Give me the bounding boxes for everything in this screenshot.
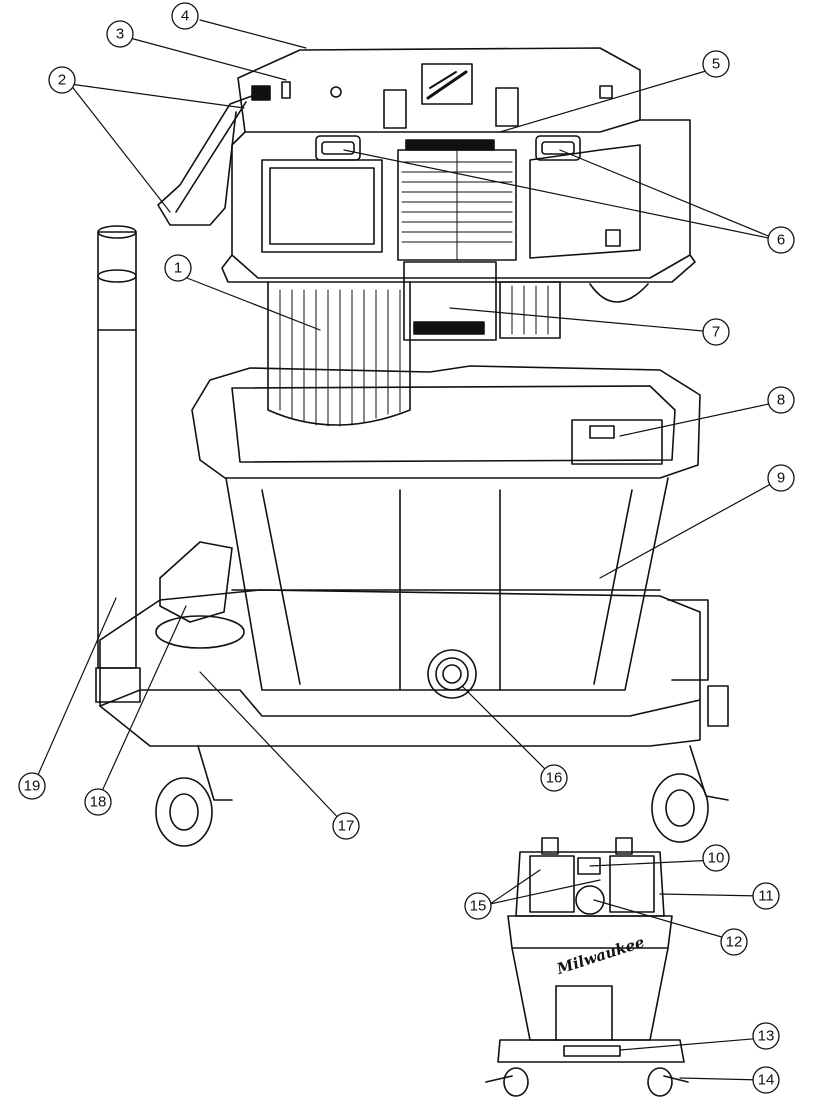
carry-handle (157, 95, 253, 226)
svg-text:17: 17 (338, 818, 355, 835)
front-view (485, 837, 689, 1097)
svg-text:15: 15 (470, 898, 487, 915)
callout-3: 3 (106, 20, 134, 48)
callout-12: 12 (720, 928, 748, 956)
callout-18: 18 (84, 788, 112, 816)
svg-text:16: 16 (546, 770, 563, 787)
tank-latch (571, 419, 663, 465)
tank (95, 225, 729, 847)
svg-text:10: 10 (708, 850, 725, 867)
cartridge-filter (267, 281, 411, 426)
brand-logo: Milwaukee (554, 933, 647, 979)
hose-inlet (427, 649, 477, 699)
callout-2: 2 (48, 66, 76, 94)
callout-19: 19 (18, 772, 46, 800)
extension-wand (97, 231, 137, 669)
callout-14: 14 (752, 1066, 780, 1094)
callout-13: 13 (752, 1022, 780, 1050)
callout-15: 15 (464, 892, 492, 920)
svg-text:2: 2 (58, 72, 66, 89)
svg-text:1: 1 (174, 260, 182, 277)
callout-1: 1 (164, 254, 192, 282)
leader-lines (33, 19, 779, 1081)
svg-text:6: 6 (777, 232, 785, 249)
callout-8: 8 (767, 386, 795, 414)
callout-bubbles: 1 2 3 4 5 6 7 8 9 10 11 12 13 14 15 16 1… (18, 2, 795, 1094)
callout-4: 4 (171, 2, 199, 30)
svg-text:9: 9 (777, 470, 785, 487)
caster-left (155, 745, 233, 847)
powerhead-left-panel (261, 159, 383, 253)
svg-text:19: 19 (24, 778, 41, 795)
callout-17: 17 (332, 812, 360, 840)
callout-16: 16 (540, 764, 568, 792)
callout-5: 5 (702, 50, 730, 78)
svg-text:5: 5 (712, 56, 720, 73)
exhaust-block (403, 261, 497, 341)
battery-bay-left (315, 135, 361, 161)
powerhead (157, 47, 696, 427)
svg-text:13: 13 (758, 1028, 775, 1045)
callout-7: 7 (702, 318, 730, 346)
callout-10: 10 (702, 844, 730, 872)
svg-text:3: 3 (116, 26, 124, 43)
callout-6: 6 (767, 226, 795, 254)
callout-11: 11 (752, 882, 780, 910)
svg-text:14: 14 (758, 1072, 775, 1089)
caster-right (651, 745, 729, 843)
svg-text:8: 8 (777, 392, 785, 409)
battery-bay-right (535, 135, 581, 161)
svg-text:11: 11 (758, 888, 774, 905)
dark-vent-strip (405, 139, 495, 151)
svg-text:7: 7 (712, 324, 720, 341)
callout-9: 9 (767, 464, 795, 492)
floor-nozzle (159, 541, 233, 623)
base-frame (99, 589, 701, 747)
lid-label-plate (421, 63, 473, 105)
svg-text:4: 4 (181, 8, 189, 25)
svg-text:12: 12 (726, 934, 743, 951)
svg-text:18: 18 (90, 794, 107, 811)
